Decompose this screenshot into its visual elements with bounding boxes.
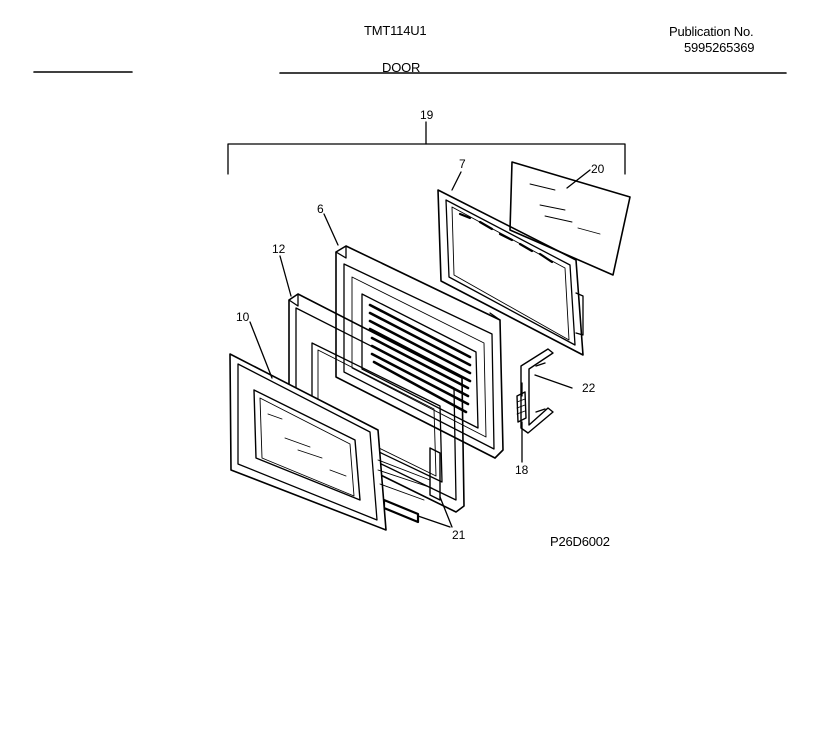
header-rule xyxy=(33,71,787,74)
callout-6: 6 xyxy=(317,202,324,216)
callout-20: 20 xyxy=(591,162,605,176)
callout-18: 18 xyxy=(515,463,529,477)
outer-panel-part xyxy=(229,321,433,531)
callout-22: 22 xyxy=(582,381,596,395)
choke-frame-part xyxy=(437,171,584,356)
figure-code: P26D6002 xyxy=(550,534,610,549)
callout-10: 10 xyxy=(236,310,250,324)
section-title: DOOR xyxy=(382,60,421,75)
glass-window-part xyxy=(509,161,631,276)
model-number: TMT114U1 xyxy=(364,23,427,38)
publication-label: Publication No. xyxy=(669,24,754,39)
assembly-bracket xyxy=(227,143,626,175)
door-frame-part xyxy=(279,255,465,513)
spring-part xyxy=(516,382,527,463)
hinge-part xyxy=(520,348,573,434)
callout-21: 21 xyxy=(452,528,466,542)
publication-number: 5995265369 xyxy=(684,40,755,55)
callout-7: 7 xyxy=(459,157,466,171)
callout-12: 12 xyxy=(272,242,286,256)
callout-19: 19 xyxy=(420,108,434,122)
